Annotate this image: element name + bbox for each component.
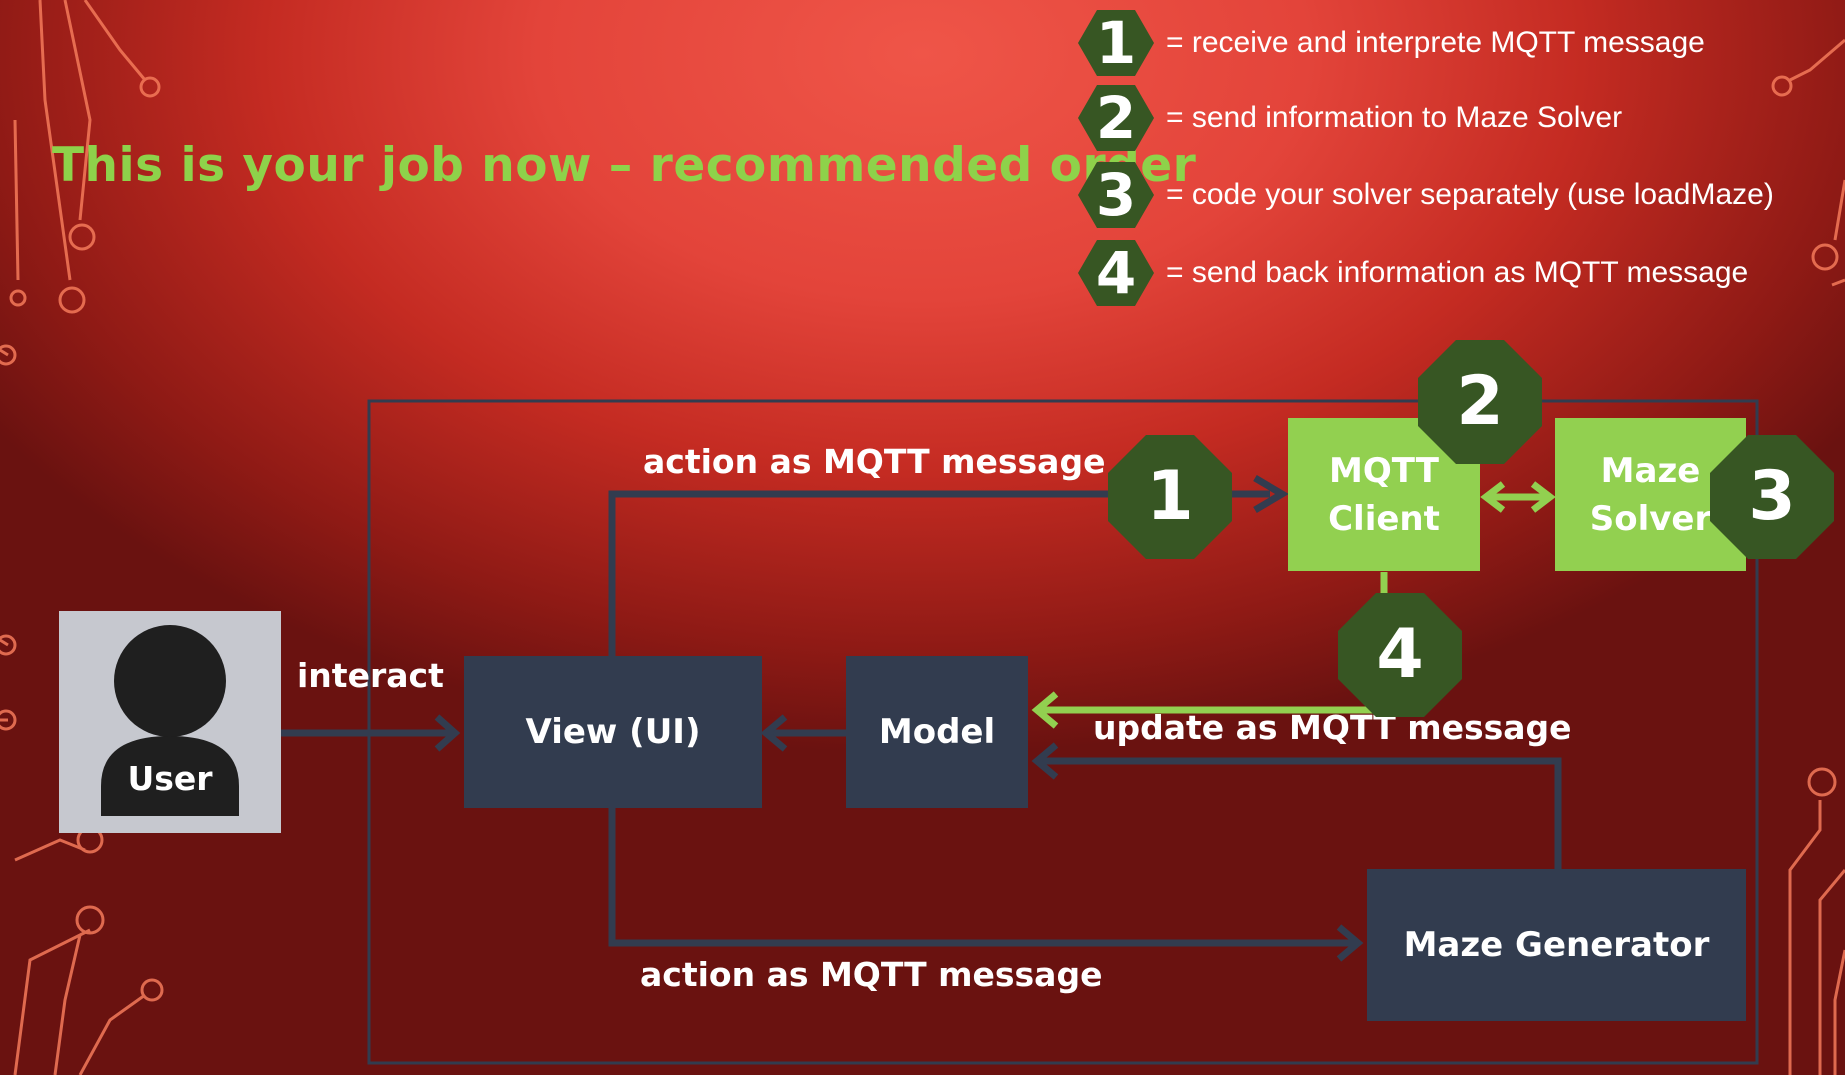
arrowhead-client-solver-right [1530, 481, 1556, 513]
legend-text-4: = send back information as MQTT message [1166, 256, 1749, 289]
arrowhead-update [1031, 691, 1059, 729]
legend-text-2: = send information to Maze Solver [1166, 101, 1623, 134]
step-badge-3: 3 [1710, 435, 1834, 559]
maze-solver-label-line1: Maze [1600, 450, 1701, 491]
arrowhead-client-solver-left [1480, 481, 1506, 513]
edge-label-interact: interact [297, 656, 444, 695]
arrowhead-action-top [1253, 474, 1289, 514]
edge-label-action-bottom: action as MQTT message [640, 955, 1103, 994]
arrowhead-action-bottom [1336, 924, 1364, 962]
step-badge-1: 1 [1108, 435, 1232, 559]
legend-badge-2: 2 [1078, 85, 1154, 151]
edge-label-update: update as MQTT message [1093, 708, 1572, 747]
model-node: Model [846, 656, 1028, 808]
slide-title: This is your job now – recommended order [52, 138, 1197, 193]
person-icon [101, 625, 239, 816]
step-badge-4: 4 [1338, 593, 1462, 717]
legend-badge-3: 3 [1078, 162, 1154, 228]
arrowhead-interact-right [434, 714, 461, 752]
legend-item-1: 1 = receive and interprete MQTT message [1078, 10, 1705, 76]
legend-text-3: = code your solver separately (use loadM… [1166, 178, 1774, 211]
maze-generator-label: Maze Generator [1403, 925, 1710, 965]
view-node: View (UI) [464, 656, 762, 808]
mqtt-client-label-line2: Client [1328, 498, 1440, 539]
model-label: Model [878, 712, 996, 752]
edge-action-top [608, 490, 1270, 656]
view-label: View (UI) [525, 712, 701, 752]
arrowhead-generator-model [1031, 742, 1059, 780]
legend-item-2: 2 = send information to Maze Solver [1078, 85, 1622, 151]
legend-item-4: 4 = send back information as MQTT messag… [1078, 240, 1748, 306]
arrowhead-model-view [760, 714, 788, 752]
user-node: User [59, 611, 281, 833]
legend-badge-1: 1 [1078, 10, 1154, 76]
maze-generator-node: Maze Generator [1367, 869, 1746, 1021]
edge-action-bottom [608, 808, 1355, 947]
edge-label-action-top: action as MQTT message [643, 442, 1106, 481]
user-label: User [127, 759, 213, 798]
legend-badge-4: 4 [1078, 240, 1154, 306]
maze-solver-label-line2: Solver [1589, 498, 1712, 539]
edge-generator-model [1040, 757, 1562, 869]
legend-text-1: = receive and interprete MQTT message [1166, 26, 1705, 59]
mqtt-client-label-line1: MQTT [1329, 450, 1439, 491]
legend-item-3: 3 = code your solver separately (use loa… [1078, 162, 1774, 228]
edge-update [1040, 572, 1388, 714]
step-badge-2: 2 [1418, 340, 1542, 464]
